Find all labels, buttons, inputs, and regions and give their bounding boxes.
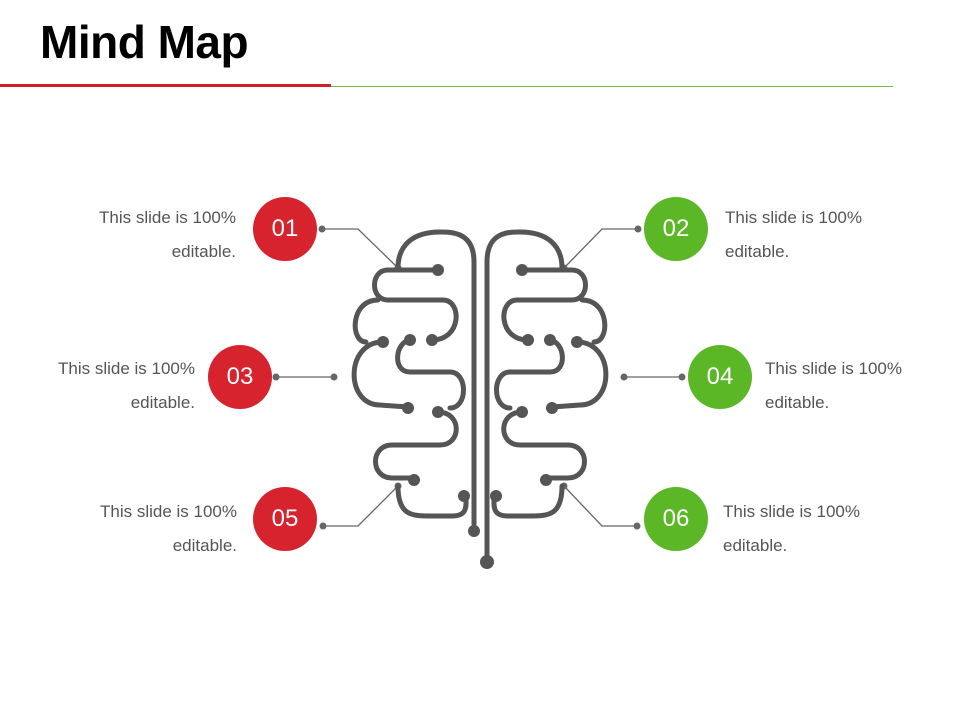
connector-01 bbox=[322, 228, 399, 269]
node-06-badge: 06 bbox=[644, 487, 708, 551]
node-03-badge: 03 bbox=[208, 345, 272, 409]
node-02-caption: This slide is 100% editable. bbox=[725, 201, 925, 269]
title-underline-red bbox=[0, 84, 331, 87]
node-05-text-line2: editable. bbox=[172, 536, 237, 555]
connector-06 bbox=[563, 485, 637, 527]
page-title: Mind Map bbox=[40, 16, 249, 68]
node-01-caption: This slide is 100% editable. bbox=[36, 201, 236, 269]
node-03-text-line2: editable. bbox=[130, 393, 195, 412]
brain-right-half bbox=[484, 229, 609, 565]
node-04-caption: This slide is 100% editable. bbox=[765, 352, 960, 420]
node-06-text-line2: editable. bbox=[723, 536, 788, 555]
node-06-caption: This slide is 100% editable. bbox=[723, 495, 923, 563]
node-01-text-line2: editable. bbox=[171, 242, 236, 261]
brain-left-half bbox=[351, 229, 477, 533]
node-04-badge: 04 bbox=[688, 345, 752, 409]
node-05-text-line1: This slide is 100% bbox=[99, 502, 237, 521]
connector-05 bbox=[323, 485, 399, 527]
node-02-text-line1: This slide is 100% bbox=[725, 208, 863, 227]
node-04-text-line1: This slide is 100% bbox=[765, 359, 903, 378]
connector-lines bbox=[276, 228, 682, 527]
node-02-badge: 02 bbox=[644, 197, 708, 261]
connector-02 bbox=[563, 228, 638, 269]
node-03-caption: This slide is 100% editable. bbox=[0, 352, 195, 420]
node-01-badge: 01 bbox=[253, 197, 317, 261]
brain-circuit-icon bbox=[351, 229, 609, 565]
node-04-text-line2: editable. bbox=[765, 393, 830, 412]
title-underline-green bbox=[331, 86, 893, 87]
connector-dots bbox=[272, 225, 686, 530]
brain-circuit-nodes bbox=[377, 264, 583, 569]
node-03-text-line1: This slide is 100% bbox=[57, 359, 195, 378]
node-02-text-line2: editable. bbox=[725, 242, 790, 261]
node-01-text-line1: This slide is 100% bbox=[98, 208, 236, 227]
node-05-caption: This slide is 100% editable. bbox=[37, 495, 237, 563]
node-06-text-line1: This slide is 100% bbox=[723, 502, 861, 521]
node-05-badge: 05 bbox=[253, 487, 317, 551]
